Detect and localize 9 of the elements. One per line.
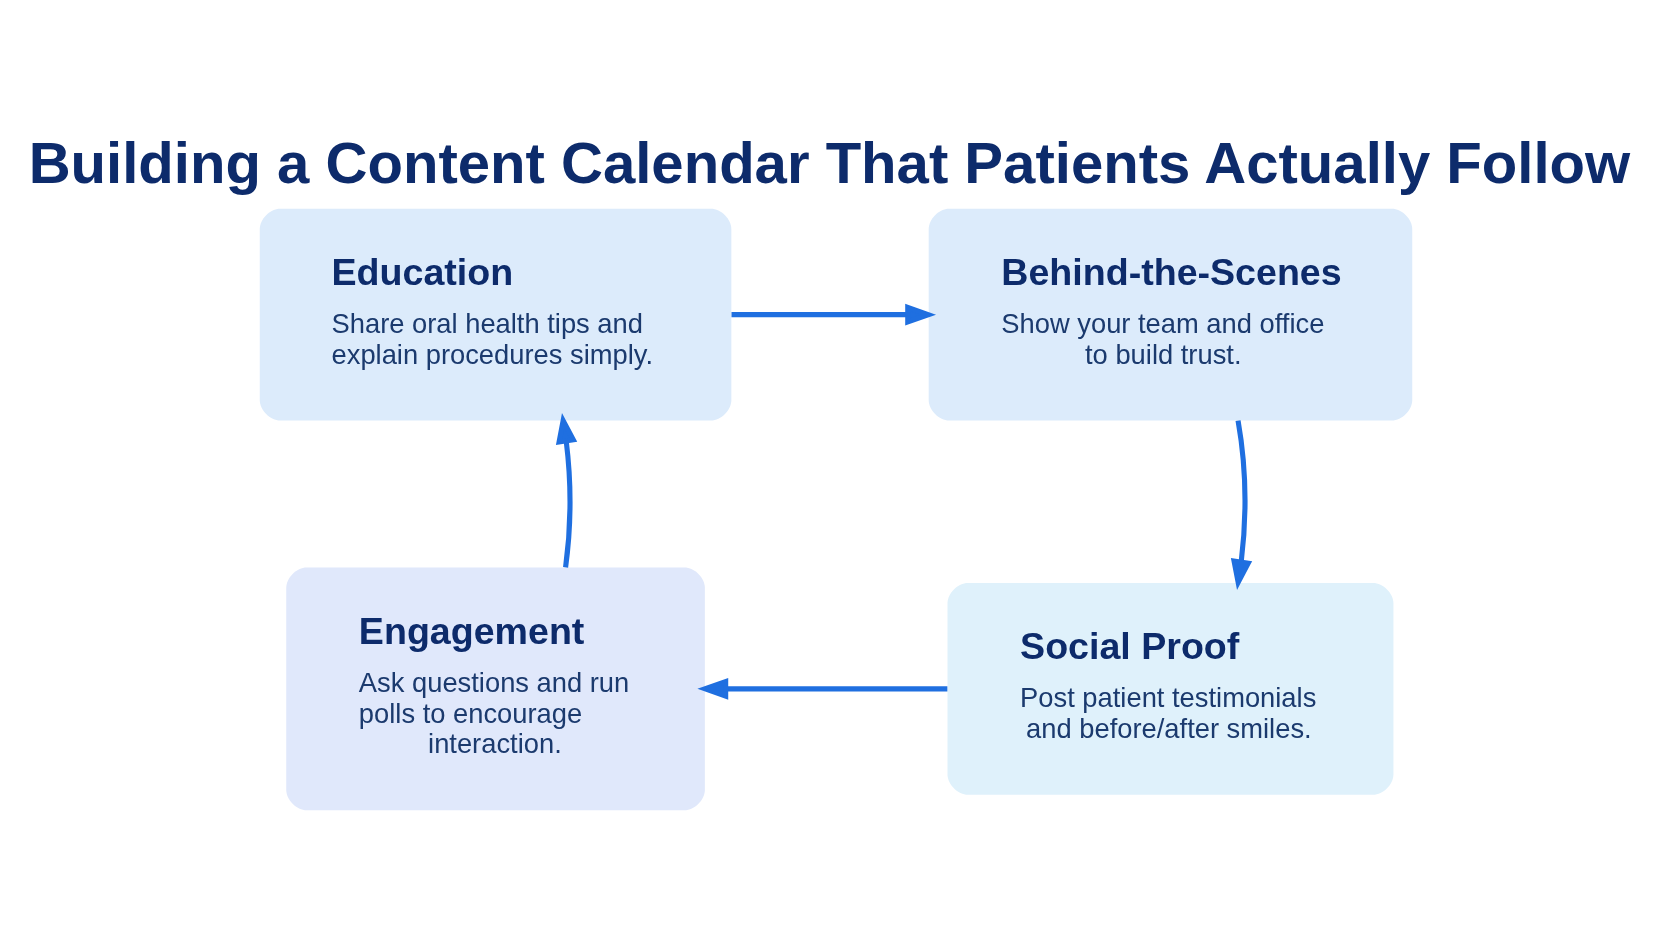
arrow bbox=[697, 677, 948, 700]
node-box: Engagement Ask questions and run polls to encourage interaction. bbox=[286, 567, 705, 810]
node-box: Behind-the-Scenes Show your team and office to build trust. bbox=[928, 208, 1413, 421]
node-box: Education Share oral health tips and explain procedures simply. bbox=[259, 208, 732, 421]
arrow bbox=[1230, 419, 1253, 590]
arrow bbox=[731, 303, 937, 325]
node-box: Social Proof Post patient testimonials and before/after smiles. bbox=[947, 582, 1394, 795]
arrow bbox=[555, 412, 578, 568]
diagram-title: Building a Content Calendar That Patients Actually Follow bbox=[28, 129, 1631, 195]
